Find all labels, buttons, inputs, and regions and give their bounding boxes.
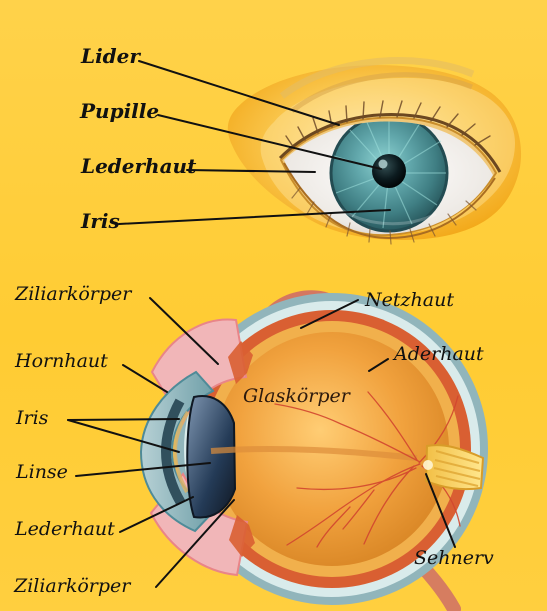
leader-lines	[68, 61, 455, 587]
label-pupille: Pupille	[80, 101, 159, 121]
label-lederhaut-section: Lederhaut	[15, 520, 115, 539]
label-iris-top: Iris	[81, 211, 120, 231]
label-sehnerv: Sehnerv	[414, 549, 494, 568]
label-aderhaut: Aderhaut	[394, 345, 484, 364]
label-ziliarkorper-bottom: Ziliarkörper	[14, 577, 130, 596]
label-hornhaut: Hornhaut	[15, 352, 108, 371]
label-lider: Lider	[81, 46, 140, 66]
external-eye	[228, 61, 521, 244]
label-linse: Linse	[16, 463, 68, 482]
label-ziliarkorper-top: Ziliarkörper	[15, 285, 131, 304]
label-lederhaut-top: Lederhaut	[81, 156, 196, 176]
label-glaskorper: Glaskörper	[243, 387, 350, 406]
label-iris-section: Iris	[16, 409, 48, 428]
label-netzhaut: Netzhaut	[365, 291, 454, 310]
